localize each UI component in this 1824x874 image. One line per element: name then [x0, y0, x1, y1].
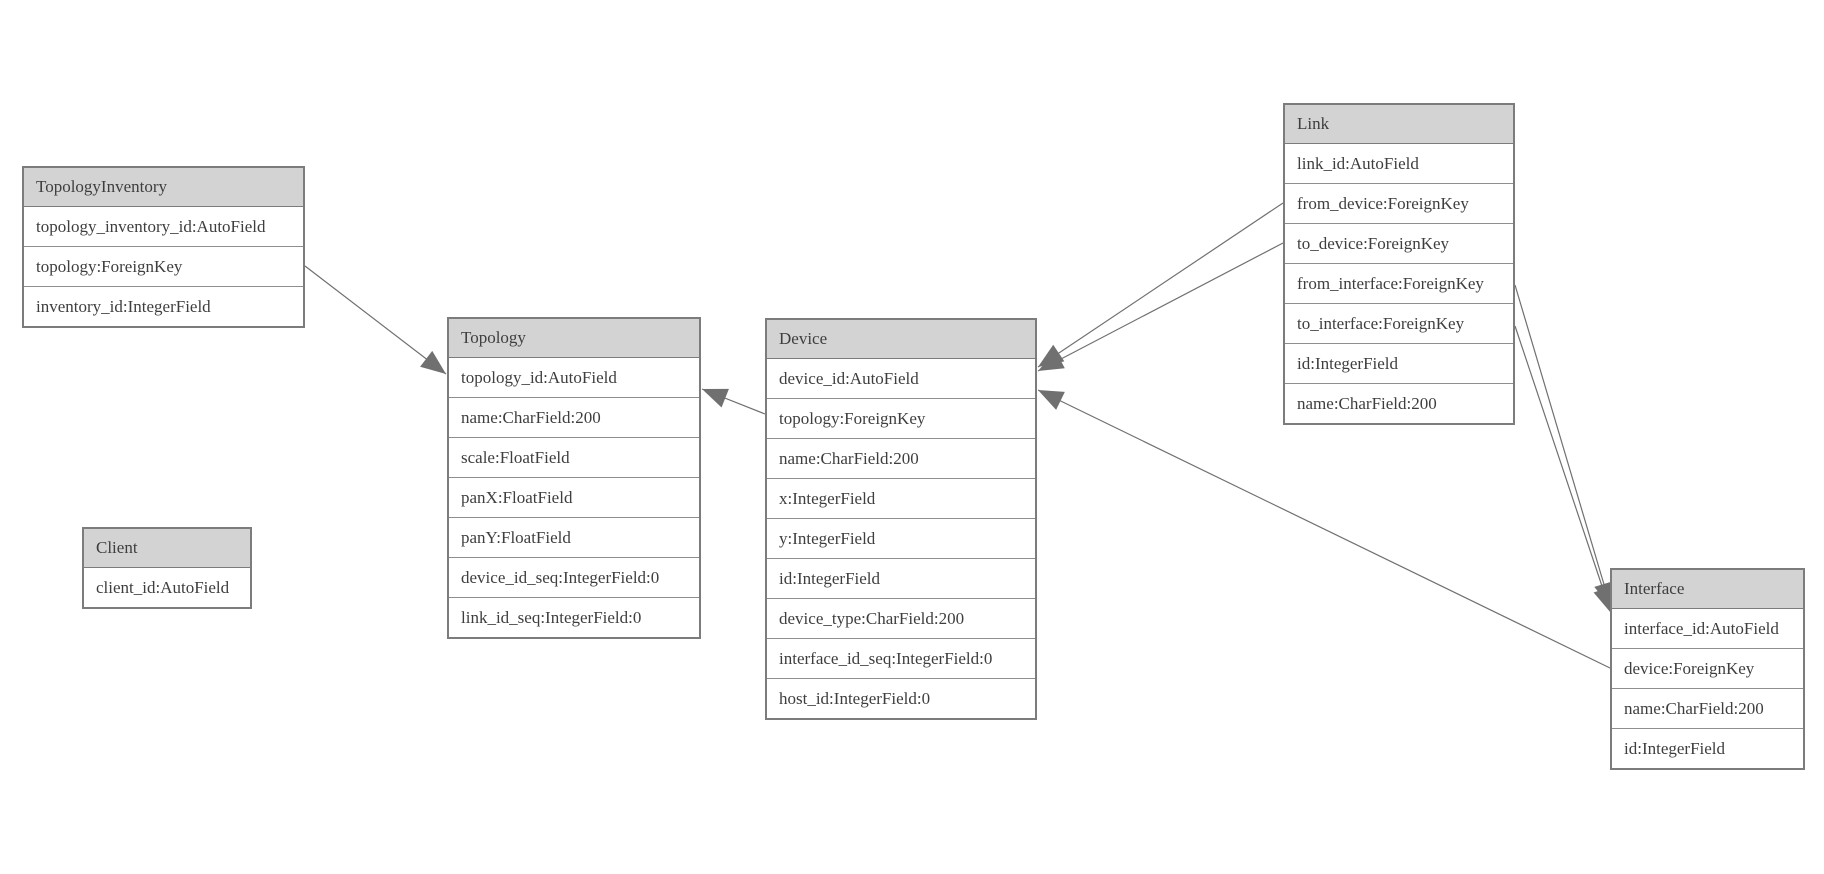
entity-field-row: id:IntegerField — [767, 559, 1035, 599]
entity-field-row: x:IntegerField — [767, 479, 1035, 519]
entity-field-row: panX:FloatField — [449, 478, 699, 518]
entity-field-row: topology_id:AutoField — [449, 358, 699, 398]
entity-field-row: topology_inventory_id:AutoField — [24, 207, 303, 247]
relation-edge-device-topology — [701, 388, 766, 415]
entity-field-row: name:CharField:200 — [1285, 384, 1513, 423]
entity-title-client: Client — [84, 529, 250, 568]
entity-field-row: panY:FloatField — [449, 518, 699, 558]
entity-field-row: link_id:AutoField — [1285, 144, 1513, 184]
relation-edge-link-fromdevice-device — [1037, 202, 1284, 368]
entity-field-row: interface_id_seq:IntegerField:0 — [767, 639, 1035, 679]
entity-field-row: topology:ForeignKey — [24, 247, 303, 287]
entity-field-row: to_device:ForeignKey — [1285, 224, 1513, 264]
entity-field-row: name:CharField:200 — [767, 439, 1035, 479]
entity-title-link: Link — [1285, 105, 1513, 144]
entity-field-row: y:IntegerField — [767, 519, 1035, 559]
entity-field-row: to_interface:ForeignKey — [1285, 304, 1513, 344]
relation-edge-link-frominterface-interface — [1514, 284, 1614, 609]
entity-title-interface: Interface — [1612, 570, 1803, 609]
entity-field-row: name:CharField:200 — [1612, 689, 1803, 729]
entity-field-row: interface_id:AutoField — [1612, 609, 1803, 649]
entity-field-row: device_id_seq:IntegerField:0 — [449, 558, 699, 598]
entity-field-row: inventory_id:IntegerField — [24, 287, 303, 326]
entity-field-row: id:IntegerField — [1285, 344, 1513, 384]
relation-edge-interface-device — [1037, 389, 1611, 669]
entity-title-topology: Topology — [449, 319, 699, 358]
entity-field-row: topology:ForeignKey — [767, 399, 1035, 439]
entity-field-row: scale:FloatField — [449, 438, 699, 478]
relation-edge-link-todevice-device — [1037, 242, 1284, 372]
entity-field-row: host_id:IntegerField:0 — [767, 679, 1035, 718]
entity-field-row: id:IntegerField — [1612, 729, 1803, 768]
entity-field-row: device_id:AutoField — [767, 359, 1035, 399]
entity-field-row: device:ForeignKey — [1612, 649, 1803, 689]
entity-field-row: device_type:CharField:200 — [767, 599, 1035, 639]
entity-field-row: from_interface:ForeignKey — [1285, 264, 1513, 304]
entity-field-row: name:CharField:200 — [449, 398, 699, 438]
entity-field-row: link_id_seq:IntegerField:0 — [449, 598, 699, 637]
relation-edge-topologyinventory-topology — [304, 265, 447, 375]
entity-field-row: client_id:AutoField — [84, 568, 250, 607]
relation-edge-link-tointerface-interface — [1514, 325, 1613, 614]
entity-field-row: from_device:ForeignKey — [1285, 184, 1513, 224]
entity-title-device: Device — [767, 320, 1035, 359]
entity-title-topology-inventory: TopologyInventory — [24, 168, 303, 207]
